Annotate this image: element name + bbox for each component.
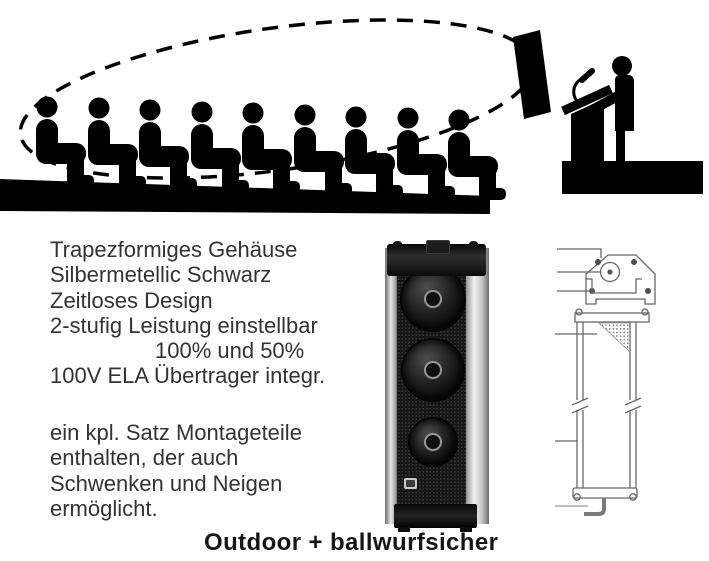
seated-figure-icon [36, 96, 94, 187]
break-mark [624, 405, 642, 414]
mounting-line: ein kpl. Satz Montageteile [50, 420, 302, 445]
caption: Outdoor + ballwurfsicher [204, 529, 499, 556]
hatch-triangle [597, 322, 631, 353]
cable [584, 498, 606, 516]
feature-line: Trapezformiges Gehäuse [50, 237, 298, 262]
screw-dot [645, 288, 651, 294]
speaker-driver [402, 268, 464, 330]
tech-drawing [555, 248, 656, 516]
feature-line: 100% und 50% [155, 338, 305, 364]
leader-line [557, 248, 602, 258]
speaker-driver [410, 419, 456, 465]
driver-dust-cap [424, 290, 442, 308]
speaker-photo [385, 240, 489, 532]
column-speaker-icon [513, 30, 551, 119]
front-view-top-cap [574, 312, 650, 323]
top-screw-bump [469, 241, 478, 248]
audience-illustration [0, 18, 703, 214]
break-mark [624, 397, 642, 406]
speaker-foot [460, 527, 472, 532]
break-mark [571, 405, 589, 414]
break-mark [571, 397, 589, 406]
mounting-hole [599, 261, 621, 283]
mounting-line: enthalten, der auch [50, 445, 239, 471]
seated-figure-icon [448, 109, 506, 200]
lectern-top-board [561, 84, 613, 116]
front-view-bottom-cap [572, 487, 638, 499]
screw-dot [595, 259, 601, 265]
brand-badge-mark [406, 480, 415, 487]
top-screw-bump [393, 241, 402, 248]
driver-dust-cap [424, 361, 442, 379]
seated-figure-icon [294, 104, 352, 195]
presenter-arm [587, 85, 634, 115]
mounting-hole-center [607, 269, 613, 275]
mounting-line: ermöglicht. [50, 495, 158, 521]
screw-dot [631, 259, 637, 265]
driver-dust-cap [424, 433, 442, 451]
mounting-knob [426, 240, 450, 254]
speaker-driver [403, 340, 463, 400]
aluminum-rail-right [465, 248, 489, 524]
cap-knob [641, 308, 649, 316]
stage-platform-icon [562, 161, 703, 194]
seated-figure-icon [242, 102, 300, 193]
mounting-list: ein kpl. Satz Montageteile enthalten, de… [50, 420, 302, 521]
cap-knob [573, 493, 581, 501]
bracket-u [586, 278, 642, 294]
speaker-foot [398, 527, 410, 532]
feature-line: 100V ELA Übertrager integr. [50, 363, 326, 389]
seated-figure-icon [191, 101, 249, 192]
brand-badge [404, 478, 417, 489]
cap-knob [629, 493, 637, 501]
microphone-icon [572, 77, 582, 106]
seated-figure-icon [397, 107, 455, 198]
feature-list: Trapezformiges Gehäuse Silbermetellic Sc… [50, 237, 325, 389]
feature-line: 2-stufig Leistung einstellbar [50, 312, 318, 338]
aluminum-rail-left [385, 248, 398, 524]
mounting-line: Schwenken und Neigen [50, 470, 283, 496]
speaker-bottom-cap [394, 504, 477, 528]
feature-line: Zeitloses Design [50, 287, 213, 313]
feature-line: Silbermetellic Schwarz [50, 262, 272, 288]
microphone-capsule [579, 68, 595, 83]
lectern-icon [571, 99, 604, 161]
presenter-icon [612, 56, 632, 76]
cap-knob [575, 308, 583, 316]
podium-group [561, 56, 703, 194]
